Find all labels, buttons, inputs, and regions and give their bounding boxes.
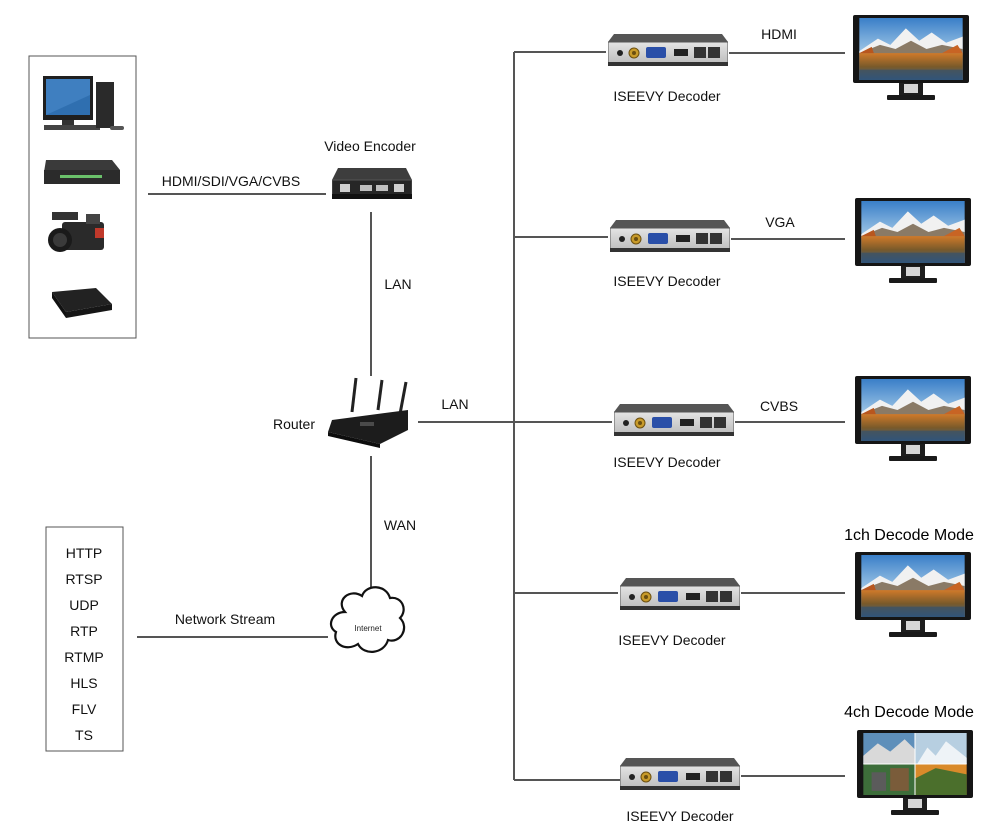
decoder-1: ISEEVY Decoder HDMI (608, 26, 797, 104)
network-stream-label: Network Stream (175, 611, 275, 627)
decoder-3: ISEEVY Decoder CVBS (613, 398, 798, 470)
encoder-label: Video Encoder (324, 138, 416, 154)
protocol-item: UDP (69, 597, 99, 613)
decoder-label: ISEEVY Decoder (613, 454, 720, 470)
decoder-5: ISEEVY Decoder (620, 757, 740, 824)
decoder-output-label: HDMI (761, 26, 797, 42)
protocol-frame (45, 526, 124, 752)
monitor-4: 1ch Decode Mode (844, 527, 974, 637)
monitor-1 (853, 15, 969, 100)
protocol-panel: HTTP RTSP UDP RTP RTMP HLS FLV TS (45, 526, 124, 752)
mode-label-single: 1ch Decode Mode (844, 527, 974, 544)
video-encoder: Video Encoder HDMI/SDI/VGA/CVBS (162, 138, 416, 200)
protocol-item: FLV (72, 701, 97, 717)
dvd-player-icon (44, 160, 120, 184)
protocol-item: RTMP (64, 649, 103, 665)
decoder-label: ISEEVY Decoder (613, 88, 720, 104)
monitor-5: 4ch Decode Mode (844, 704, 974, 815)
protocol-item: TS (75, 727, 93, 743)
internet-label: Internet (354, 624, 382, 633)
encoder-input-label: HDMI/SDI/VGA/CVBS (162, 173, 300, 189)
router-lan-up-label: LAN (384, 276, 411, 292)
source-devices-panel (28, 55, 137, 339)
router: Router LAN LAN WAN (273, 276, 469, 533)
router-lan-right-label: LAN (441, 396, 468, 412)
decoder-label: ISEEVY Decoder (618, 632, 725, 648)
router-label: Router (273, 416, 315, 432)
connection-wires (137, 51, 845, 781)
protocol-item: RTP (70, 623, 98, 639)
decoder-output-label: CVBS (760, 398, 798, 414)
camcorder-icon (48, 212, 104, 252)
protocol-item: HTTP (66, 545, 103, 561)
mode-label-quad: 4ch Decode Mode (844, 704, 974, 721)
pc-icon (43, 76, 124, 130)
router-wan-label: WAN (384, 517, 416, 533)
decoder-4: ISEEVY Decoder (618, 577, 740, 648)
decoder-label: ISEEVY Decoder (613, 273, 720, 289)
monitor-2 (855, 198, 971, 283)
protocol-item: RTSP (65, 571, 102, 587)
protocol-item: HLS (70, 675, 97, 691)
tv-box-icon (52, 288, 112, 318)
decoder-label: ISEEVY Decoder (626, 808, 733, 824)
internet-cloud: Internet Network Stream (175, 586, 406, 653)
decoder-2: ISEEVY Decoder VGA (610, 214, 795, 289)
monitor-3 (855, 376, 971, 461)
decoder-output-label: VGA (765, 214, 795, 230)
